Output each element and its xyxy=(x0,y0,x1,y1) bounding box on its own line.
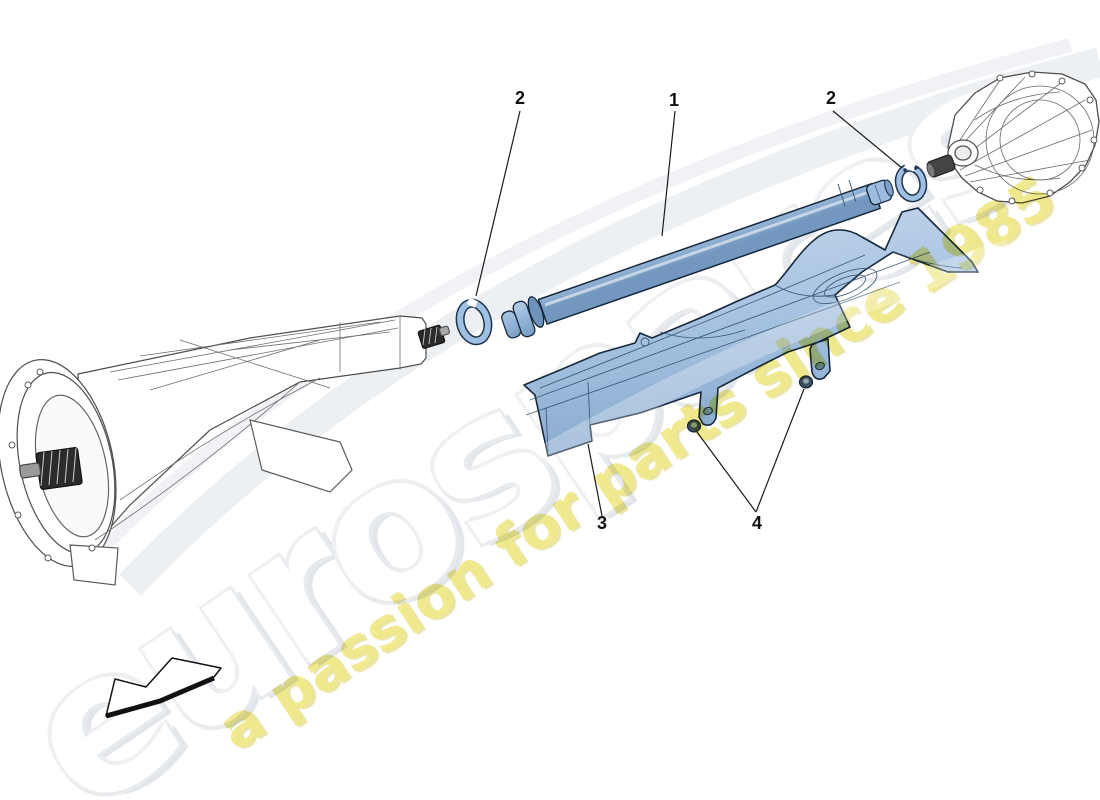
gearbox-line-art xyxy=(0,315,451,586)
driveshaft-pipe-part xyxy=(501,179,894,339)
transmission-housing-line-art xyxy=(926,70,1100,205)
snap-ring-left-part xyxy=(455,297,493,346)
direction-arrow xyxy=(105,657,222,719)
callout-3[interactable]: 3 xyxy=(597,513,607,533)
callout-1[interactable]: 1 xyxy=(669,90,679,110)
callout-4[interactable]: 4 xyxy=(752,513,762,533)
callout-2-left[interactable]: 2 xyxy=(515,88,525,108)
transmission-input-shaft xyxy=(926,154,956,178)
callout-2-right[interactable]: 2 xyxy=(826,88,836,108)
shield-bolt-left xyxy=(686,419,702,433)
shield-bolt-right xyxy=(798,375,814,389)
leader-lines xyxy=(475,110,903,517)
snap-ring-right-part xyxy=(894,161,928,203)
heat-shield-part xyxy=(523,207,979,457)
gearbox-input-spline xyxy=(19,447,83,490)
gearbox-output-spline xyxy=(417,324,451,349)
